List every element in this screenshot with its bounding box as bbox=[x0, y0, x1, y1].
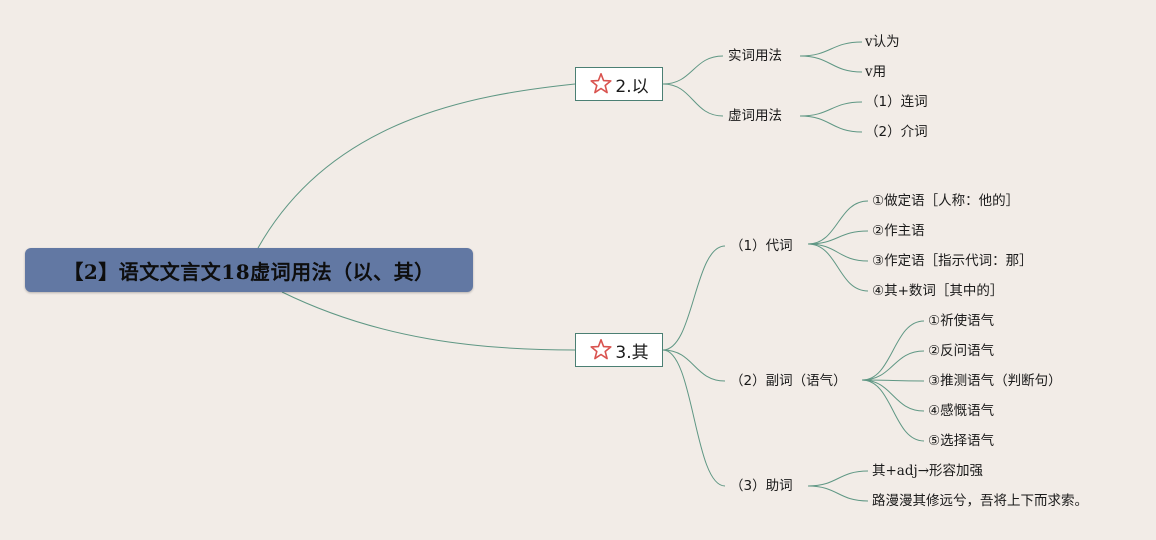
connector-fuci-to-leaf bbox=[861, 379, 925, 442]
connector-daici-to-leaf bbox=[807, 243, 869, 292]
leaf-fuci-4[interactable]: ④感慨语气 bbox=[928, 402, 994, 420]
leaf-label: ①做定语［人称：他的］ bbox=[872, 193, 1020, 209]
connector-shici-to-leaf bbox=[799, 41, 863, 57]
subnode-xuci-yongfa[interactable]: 虚词用法 bbox=[728, 107, 782, 125]
leaf-fuci-2[interactable]: ②反问语气 bbox=[928, 342, 994, 360]
connector-yi-to-xuci bbox=[662, 83, 724, 117]
connector-qi-to-fuci bbox=[662, 349, 726, 382]
connector-xuci-to-leaf bbox=[799, 115, 863, 133]
root-title: 【2】语文文言文18虚词用法（以、其） bbox=[63, 259, 435, 284]
leaf-label: ③推测语气（判断句） bbox=[928, 373, 1062, 389]
leaf-fuci-1[interactable]: ①祈使语气 bbox=[928, 312, 994, 330]
leaf-daici-4[interactable]: ④其+数词［其中的］ bbox=[872, 282, 1003, 300]
subnode-fuci[interactable]: （2）副词（语气） bbox=[730, 372, 847, 390]
connector-qi-to-daici bbox=[662, 245, 726, 351]
root-node[interactable]: 【2】语文文言文18虚词用法（以、其） bbox=[25, 248, 473, 292]
connector-fuci-to-leaf bbox=[861, 379, 925, 382]
leaf-label: ③作定语［指示代词：那］ bbox=[872, 253, 1033, 269]
leaf-label: ②作主语 bbox=[872, 223, 925, 239]
connector-yi-to-shici bbox=[662, 55, 724, 85]
leaf-fuci-3[interactable]: ③推测语气（判断句） bbox=[928, 372, 1062, 390]
subnode-shici-yongfa[interactable]: 实词用法 bbox=[728, 47, 782, 65]
leaf-v-renwei[interactable]: v认为 bbox=[865, 33, 900, 51]
subnode-label: 虚词用法 bbox=[728, 108, 782, 124]
connector-shici-to-leaf bbox=[799, 55, 863, 73]
leaf-label: 其+adj→形容加强 bbox=[872, 463, 983, 479]
leaf-label: ①祈使语气 bbox=[928, 313, 995, 329]
connector-zhuci-to-leaf bbox=[807, 485, 869, 502]
subnode-daici[interactable]: （1）代词 bbox=[730, 237, 793, 255]
connector-daici-to-leaf bbox=[807, 243, 869, 262]
branch-label-qi: 3.其 bbox=[615, 342, 649, 363]
leaf-label: v用 bbox=[865, 64, 887, 80]
leaf-fuci-5[interactable]: ⑤选择语气 bbox=[928, 432, 994, 450]
branch-node-yi[interactable]: 2.以 bbox=[575, 67, 663, 101]
leaf-daici-1[interactable]: ①做定语［人称：他的］ bbox=[872, 192, 1019, 210]
subnode-zhuci[interactable]: （3）助词 bbox=[730, 477, 793, 495]
connector-fuci-to-leaf bbox=[861, 350, 925, 381]
connector-zhuci-to-leaf bbox=[807, 470, 869, 487]
subnode-label: （2）副词（语气） bbox=[730, 373, 847, 389]
leaf-label: （2）介词 bbox=[865, 124, 928, 140]
leaf-jieci[interactable]: （2）介词 bbox=[865, 123, 928, 141]
connector-fuci-to-leaf bbox=[861, 379, 925, 412]
connector-fuci-to-leaf bbox=[861, 320, 925, 381]
leaf-label: v认为 bbox=[865, 34, 900, 50]
leaf-daici-2[interactable]: ②作主语 bbox=[872, 222, 925, 240]
leaf-label: （1）连词 bbox=[865, 94, 928, 110]
subnode-label: （3）助词 bbox=[730, 478, 793, 494]
leaf-label: ⑤选择语气 bbox=[928, 433, 995, 449]
leaf-zhuci-2[interactable]: 路漫漫其修远兮，吾将上下而求索。 bbox=[872, 492, 1088, 510]
leaf-v-yong[interactable]: v用 bbox=[865, 63, 886, 81]
subnode-label: 实词用法 bbox=[728, 48, 782, 64]
connector-daici-to-leaf bbox=[807, 200, 869, 245]
leaf-label: ④其+数词［其中的］ bbox=[872, 283, 1004, 299]
leaf-daici-3[interactable]: ③作定语［指示代词：那］ bbox=[872, 252, 1033, 270]
leaf-zhuci-1[interactable]: 其+adj→形容加强 bbox=[872, 462, 983, 480]
connector-daici-to-leaf bbox=[807, 230, 869, 245]
leaf-lianci[interactable]: （1）连词 bbox=[865, 93, 928, 111]
connector-root-to-yi bbox=[257, 83, 576, 249]
branch-node-qi[interactable]: 3.其 bbox=[575, 333, 663, 367]
star-icon bbox=[590, 338, 612, 360]
connector-root-to-qi bbox=[281, 291, 576, 351]
leaf-label: ②反问语气 bbox=[928, 343, 995, 359]
branch-label-yi: 2.以 bbox=[615, 76, 649, 97]
leaf-label: ④感慨语气 bbox=[928, 403, 995, 419]
connector-qi-to-zhuci bbox=[662, 349, 726, 487]
leaf-label: 路漫漫其修远兮，吾将上下而求索。 bbox=[872, 493, 1088, 509]
connector-xuci-to-leaf bbox=[799, 101, 863, 117]
subnode-label: （1）代词 bbox=[730, 238, 793, 254]
star-icon bbox=[590, 72, 612, 94]
